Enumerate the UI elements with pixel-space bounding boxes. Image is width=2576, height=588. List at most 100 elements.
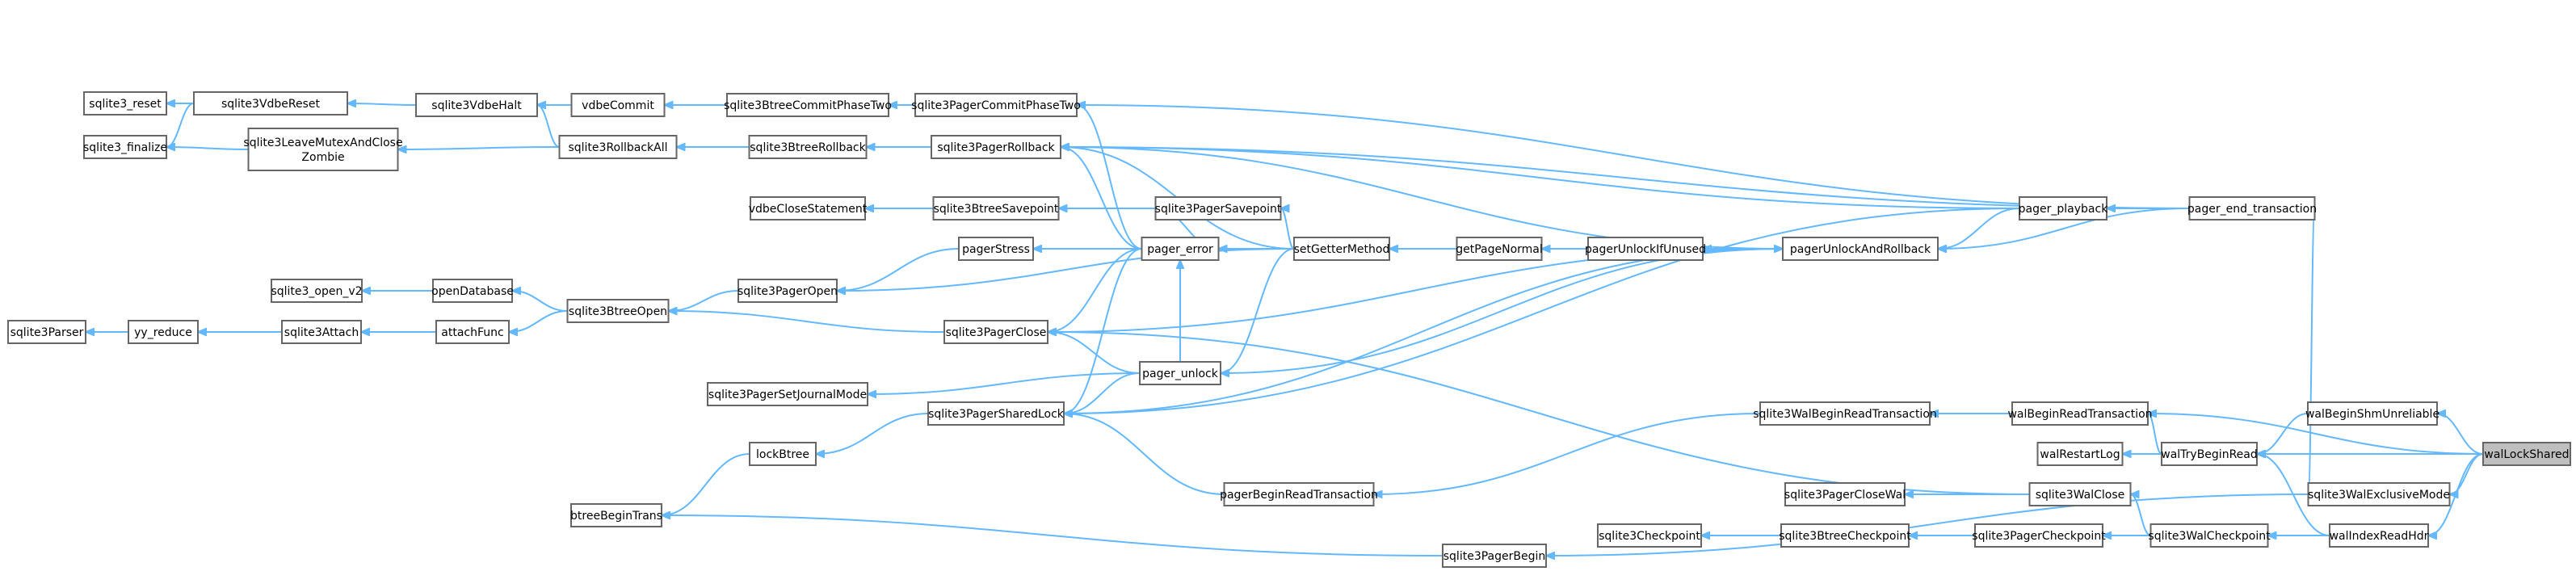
node-box — [1141, 237, 1220, 261]
node-sqlite3PagerCloseWal[interactable]: sqlite3PagerCloseWal — [1784, 482, 1906, 506]
node-label: sqlite3BtreeRollback — [750, 141, 866, 154]
node-yy_reduce[interactable]: yy_reduce — [128, 320, 199, 344]
node-box — [271, 279, 363, 303]
node-box — [2161, 442, 2258, 466]
node-sqlite3PagerCheckpoint[interactable]: sqlite3PagerCheckpoint — [1972, 523, 2106, 548]
node-pager_end_transaction[interactable]: pager_end_transaction — [2187, 196, 2317, 220]
node-box — [2307, 401, 2438, 426]
node-box — [749, 442, 817, 466]
node-label: yy_reduce — [134, 326, 192, 339]
node-walTryBeginRead[interactable]: walTryBeginRead — [2161, 442, 2258, 466]
node-box — [1293, 237, 1390, 261]
node-walBeginShmUnreliable[interactable]: walBeginShmUnreliable — [2305, 401, 2439, 426]
node-sqlite3_reset[interactable]: sqlite3_reset — [83, 91, 167, 116]
node-sqlite3_finalize[interactable]: sqlite3_finalize — [83, 135, 167, 159]
node-sqlite3PagerRollback[interactable]: sqlite3PagerRollback — [931, 135, 1061, 159]
node-label: sqlite3BtreeOpen — [569, 305, 667, 318]
node-label: Zombie — [301, 151, 344, 164]
node-sqlite3BtreeCheckpoint[interactable]: sqlite3BtreeCheckpoint — [1779, 523, 1911, 548]
node-box — [1456, 237, 1543, 261]
node-sqlite3WalBeginReadTransaction[interactable]: sqlite3WalBeginReadTransaction — [1753, 401, 1937, 426]
node-label: sqlite3WalClose — [2036, 489, 2125, 502]
node-pager_playback[interactable]: pager_playback — [2019, 196, 2109, 220]
node-sqlite3BtreeCommitPhaseTwo[interactable]: sqlite3BtreeCommitPhaseTwo — [724, 93, 892, 117]
node-sqlite3WalClose[interactable]: sqlite3WalClose — [2028, 482, 2132, 506]
node-label: sqlite3PagerCommitPhaseTwo — [911, 99, 1081, 112]
edge-sqlite3PagerBegin-to-btreeBeginTrans — [662, 515, 1443, 556]
node-sqlite3Parser[interactable]: sqlite3Parser — [7, 320, 86, 344]
node-sqlite3RollbackAll[interactable]: sqlite3RollbackAll — [558, 135, 678, 159]
node-pagerStress[interactable]: pagerStress — [958, 237, 1034, 261]
node-box — [738, 279, 838, 303]
node-pagerUnlockAndRollback[interactable]: pagerUnlockAndRollback — [1782, 237, 1939, 261]
node-label: walRestartLog — [2040, 448, 2120, 461]
node-sqlite3PagerBegin[interactable]: sqlite3PagerBegin — [1442, 544, 1547, 568]
node-sqlite3WalExclusiveMode[interactable]: sqlite3WalExclusiveMode — [2307, 482, 2451, 506]
node-pagerUnlockIfUnused[interactable]: pagerUnlockIfUnused — [1585, 237, 1706, 261]
node-attachFunc[interactable]: attachFunc — [435, 320, 510, 344]
edge-sqlite3LeaveMutexAndCloseZombie-to-sqlite3_finalize — [166, 147, 249, 149]
node-box — [570, 93, 666, 117]
node-label: sqlite3Parser — [11, 326, 84, 339]
edge-sqlite3BtreeOpen-to-openDatabase — [512, 291, 568, 312]
node-label: sqlite3Checkpoint — [1599, 530, 1700, 543]
node-label: sqlite3_finalize — [83, 141, 167, 154]
edge-sqlite3WalCheckpoint-to-sqlite3WalClose — [2131, 494, 2151, 536]
node-sqlite3_open_v2[interactable]: sqlite3_open_v2 — [271, 279, 363, 303]
node-box — [558, 135, 678, 159]
node-label: openDatabase — [431, 285, 514, 298]
node-sqlite3PagerClose[interactable]: sqlite3PagerClose — [943, 320, 1048, 344]
node-label: setGetterMethod — [1294, 243, 1390, 256]
node-box — [2149, 523, 2269, 548]
edge-sqlite3RollbackAll-to-sqlite3LeaveMutexAndCloseZombie — [398, 147, 560, 149]
node-box — [2036, 442, 2124, 466]
node-label: vdbeCommit — [582, 99, 654, 112]
node-vdbeCommit[interactable]: vdbeCommit — [570, 93, 666, 117]
node-sqlite3WalCheckpoint[interactable]: sqlite3WalCheckpoint — [2148, 523, 2271, 548]
node-label: sqlite3PagerRollback — [937, 141, 1055, 154]
edge-sqlite3VdbeHalt-to-sqlite3VdbeReset — [347, 103, 417, 105]
node-box — [2019, 196, 2107, 220]
node-sqlite3BtreeOpen[interactable]: sqlite3BtreeOpen — [566, 299, 670, 323]
node-box — [1784, 482, 1906, 506]
node-sqlite3PagerSetJournalMode[interactable]: sqlite3PagerSetJournalMode — [707, 382, 868, 406]
node-sqlite3VdbeReset[interactable]: sqlite3VdbeReset — [193, 91, 348, 116]
node-walBeginReadTransaction[interactable]: walBeginReadTransaction — [2007, 401, 2153, 426]
node-sqlite3BtreeRollback[interactable]: sqlite3BtreeRollback — [748, 135, 868, 159]
edge-pager_error-to-sqlite3PagerClose — [1048, 248, 1142, 332]
node-openDatabase[interactable]: openDatabase — [431, 279, 514, 303]
node-sqlite3VdbeHalt[interactable]: sqlite3VdbeHalt — [415, 93, 538, 117]
node-box — [1974, 523, 2103, 548]
edge-walLockShared-to-walBeginReadTransaction — [2148, 414, 2484, 455]
node-sqlite3Attach[interactable]: sqlite3Attach — [281, 320, 362, 344]
node-sqlite3PagerOpen[interactable]: sqlite3PagerOpen — [738, 279, 838, 303]
node-label: pagerUnlockIfUnused — [1585, 243, 1706, 256]
node-pager_error[interactable]: pager_error — [1141, 237, 1220, 261]
node-getPageNormal[interactable]: getPageNormal — [1456, 237, 1543, 261]
node-box — [432, 279, 513, 303]
edge-pager_playback-to-pagerUnlockAndRollback — [1938, 208, 2020, 249]
node-lockBtree[interactable]: lockBtree — [749, 442, 817, 466]
node-pager_unlock[interactable]: pager_unlock — [1139, 361, 1221, 385]
node-sqlite3PagerCommitPhaseTwo[interactable]: sqlite3PagerCommitPhaseTwo — [911, 93, 1081, 117]
node-btreeBeginTrans[interactable]: btreeBeginTrans — [570, 503, 662, 527]
edge-sqlite3BtreeOpen-to-attachFunc — [509, 310, 568, 332]
edge-sqlite3VdbeReset-to-sqlite3_finalize — [166, 103, 195, 147]
node-sqlite3Checkpoint[interactable]: sqlite3Checkpoint — [1597, 523, 1702, 548]
node-sqlite3BtreeSavepoint[interactable]: sqlite3BtreeSavepoint — [932, 196, 1060, 220]
node-setGetterMethod[interactable]: setGetterMethod — [1293, 237, 1390, 261]
node-pagerBeginReadTransaction[interactable]: pagerBeginReadTransaction — [1220, 482, 1378, 506]
node-box — [707, 382, 868, 406]
node-sqlite3PagerSavepoint[interactable]: sqlite3PagerSavepoint — [1154, 196, 1282, 220]
node-sqlite3PagerSharedLock[interactable]: sqlite3PagerSharedLock — [927, 401, 1065, 426]
node-vdbeCloseStatement[interactable]: vdbeCloseStatement — [749, 196, 868, 220]
node-walRestartLog[interactable]: walRestartLog — [2036, 442, 2124, 466]
edge-pager_end_transaction-to-sqlite3PagerCommitPhaseTwo — [1077, 105, 2190, 209]
node-walLockShared[interactable]: walLockShared — [2482, 442, 2571, 466]
node-label: sqlite3PagerCloseWal — [1784, 489, 1906, 502]
node-walIndexReadHdr[interactable]: walIndexReadHdr — [2329, 523, 2429, 548]
node-label: sqlite3WalExclusiveMode — [2308, 489, 2450, 502]
node-label: sqlite3Attach — [284, 326, 359, 339]
node-label: walTryBeginRead — [2161, 448, 2258, 461]
